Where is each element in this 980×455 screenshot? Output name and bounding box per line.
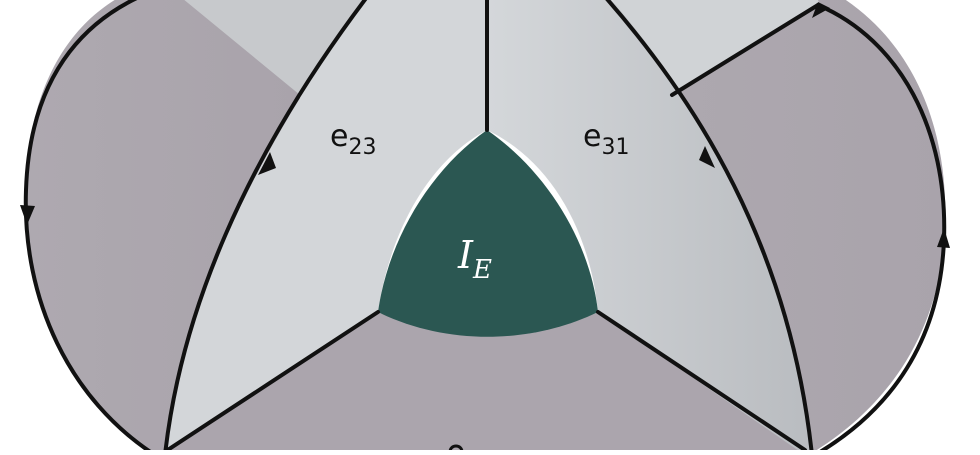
- edge-inner-right-arc: [605, 0, 814, 455]
- edge-core-bottom-right: [596, 310, 807, 452]
- arrow-top-right: [812, 2, 830, 18]
- edge-outer-left-arc: [23, 0, 157, 455]
- core-region-IE: [378, 130, 598, 337]
- region-e23-shape: [157, 0, 487, 455]
- label-e31: e31: [583, 119, 629, 160]
- arrow-inner-right: [699, 146, 715, 168]
- arrow-inner-left: [258, 152, 276, 175]
- label-e23: e23: [330, 119, 376, 160]
- edge-inner-left-arc: [163, 0, 368, 455]
- edge-core-bottom-left: [158, 310, 380, 455]
- edge-top-right-diagonal: [670, 3, 820, 97]
- top-patch-left: [184, 0, 367, 95]
- arrow-outer-left: [20, 205, 35, 225]
- region-e31-shape: [487, 0, 812, 455]
- outer-region-bottom: [157, 312, 805, 455]
- arrow-outer-right: [937, 228, 950, 248]
- label-core-IE: IE: [457, 233, 492, 285]
